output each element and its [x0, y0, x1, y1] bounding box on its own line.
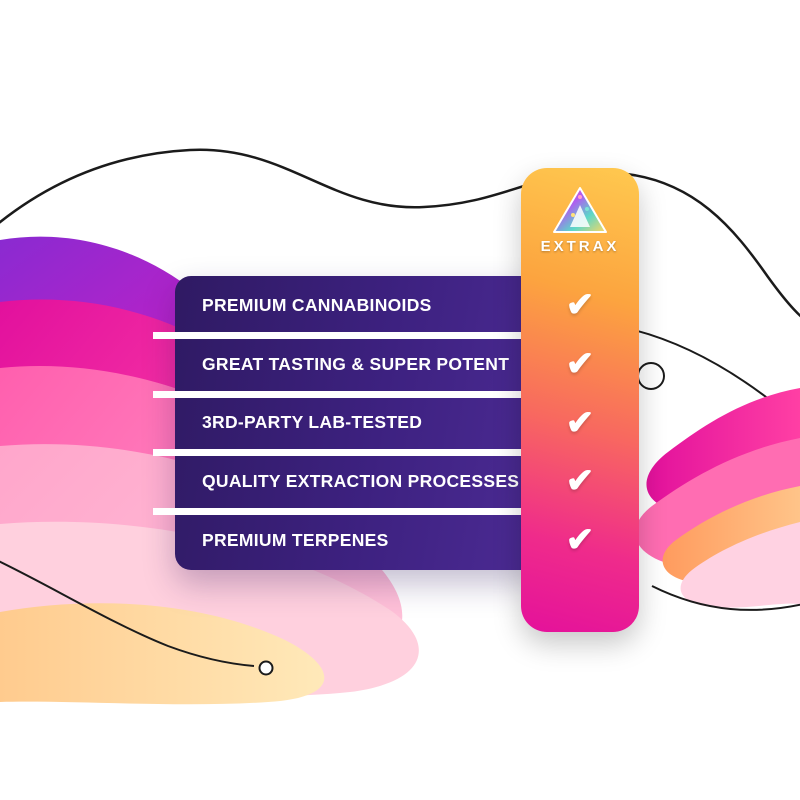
row-separator	[153, 332, 540, 339]
checkmark-icon: ✔	[565, 404, 595, 442]
feature-label: GREAT TASTING & SUPER POTENT	[202, 353, 510, 374]
feature-row: 3RD-PARTY LAB-TESTED	[175, 394, 540, 453]
feature-label: QUALITY EXTRACTION PROCESSES	[202, 471, 520, 492]
checkmark-icon: ✔	[565, 345, 595, 383]
feature-row: PREMIUM CANNABINOIDS	[175, 276, 540, 335]
feature-row: GREAT TASTING & SUPER POTENT	[175, 335, 540, 394]
brand-name: EXTRAX	[540, 238, 620, 255]
feature-row: PREMIUM TERPENES	[175, 511, 540, 570]
brand-bar: EXTRAX	[521, 168, 639, 632]
extrax-triangle-logo-icon	[551, 184, 609, 236]
checkmark-icon: ✔	[565, 521, 595, 559]
checkmark-icon: ✔	[565, 462, 595, 500]
feature-panel: PREMIUM CANNABINOIDS GREAT TASTING & SUP…	[175, 276, 540, 570]
row-separator	[153, 508, 540, 515]
feature-label: 3RD-PARTY LAB-TESTED	[202, 412, 423, 433]
row-separator	[153, 391, 540, 398]
checkmark-icon: ✔	[565, 286, 595, 324]
small-circle-accent	[258, 660, 274, 676]
feature-label: PREMIUM TERPENES	[202, 530, 389, 551]
feature-row: QUALITY EXTRACTION PROCESSES	[175, 452, 540, 511]
row-separator	[153, 449, 540, 456]
feature-label: PREMIUM CANNABINOIDS	[202, 294, 432, 315]
large-circle-accent	[637, 362, 665, 390]
